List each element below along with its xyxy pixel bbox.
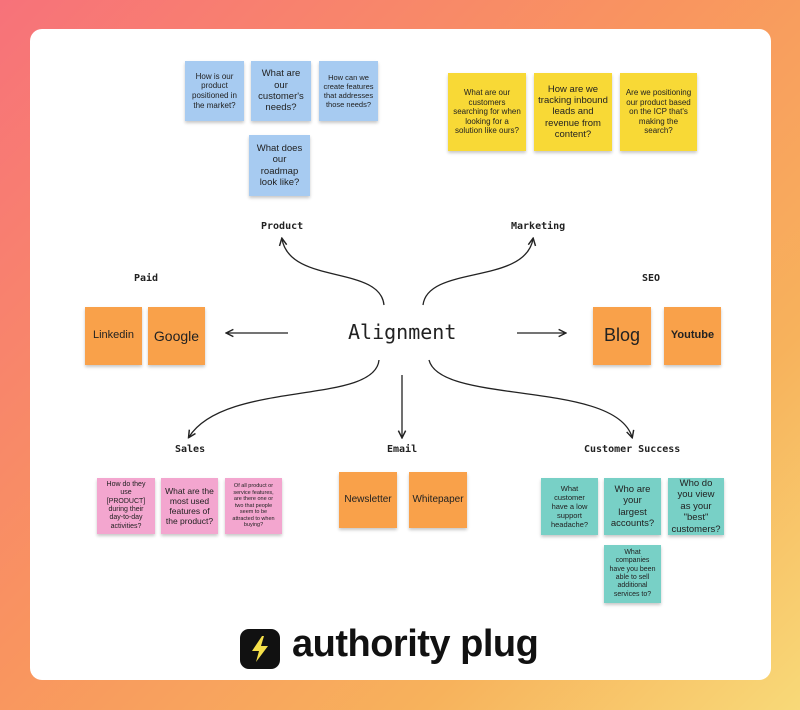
branch-label-paid: Paid [134,273,159,284]
sticky-note: Are we positioning our product based on … [620,73,697,151]
sticky-note: Newsletter [339,472,397,528]
arrow-to-sales [189,359,380,437]
arrow-to-product [282,239,385,306]
brand-name: authority plug [292,623,539,665]
lightning-bolt-icon [252,636,268,662]
sticky-note: Blog [593,307,651,365]
sticky-note: Whitepaper [409,472,467,528]
arrow-to-customer-success [428,359,632,437]
sticky-note: How are we tracking inbound leads and re… [534,73,612,151]
sticky-note: Google [148,307,205,365]
central-topic: Alignment [348,320,457,344]
branch-label-email: Email [387,444,418,455]
sticky-note: Linkedin [85,307,142,365]
branch-label-seo: SEO [642,273,661,284]
sticky-note: What does our roadmap look like? [249,135,310,196]
sticky-note: How can we create features that addresse… [319,61,378,121]
branch-label-customer-success: Customer Success [584,444,681,455]
arrow-to-marketing [422,239,533,306]
sticky-note: What customer have a low support headach… [541,478,598,535]
sticky-note: Who do you view as your "best" customers… [668,478,724,535]
branch-label-marketing: Marketing [511,221,566,232]
sticky-note: Youtube [664,307,721,365]
sticky-note: How is our product positioned in the mar… [185,61,244,121]
branch-label-sales: Sales [175,444,206,455]
branch-label-product: Product [261,221,304,232]
sticky-note: Of all product or service features, are … [225,478,282,534]
sticky-note: How do they use [PRODUCT] during their d… [97,478,155,534]
sticky-note: What are our customers searching for whe… [448,73,526,151]
brand-logo [240,629,280,669]
sticky-note: What companies have you been able to sel… [604,545,661,603]
sticky-note: Who are your largest accounts? [604,478,661,535]
sticky-note: What are the most used features of the p… [161,478,218,534]
sticky-note: What are our customer's needs? [251,61,311,121]
